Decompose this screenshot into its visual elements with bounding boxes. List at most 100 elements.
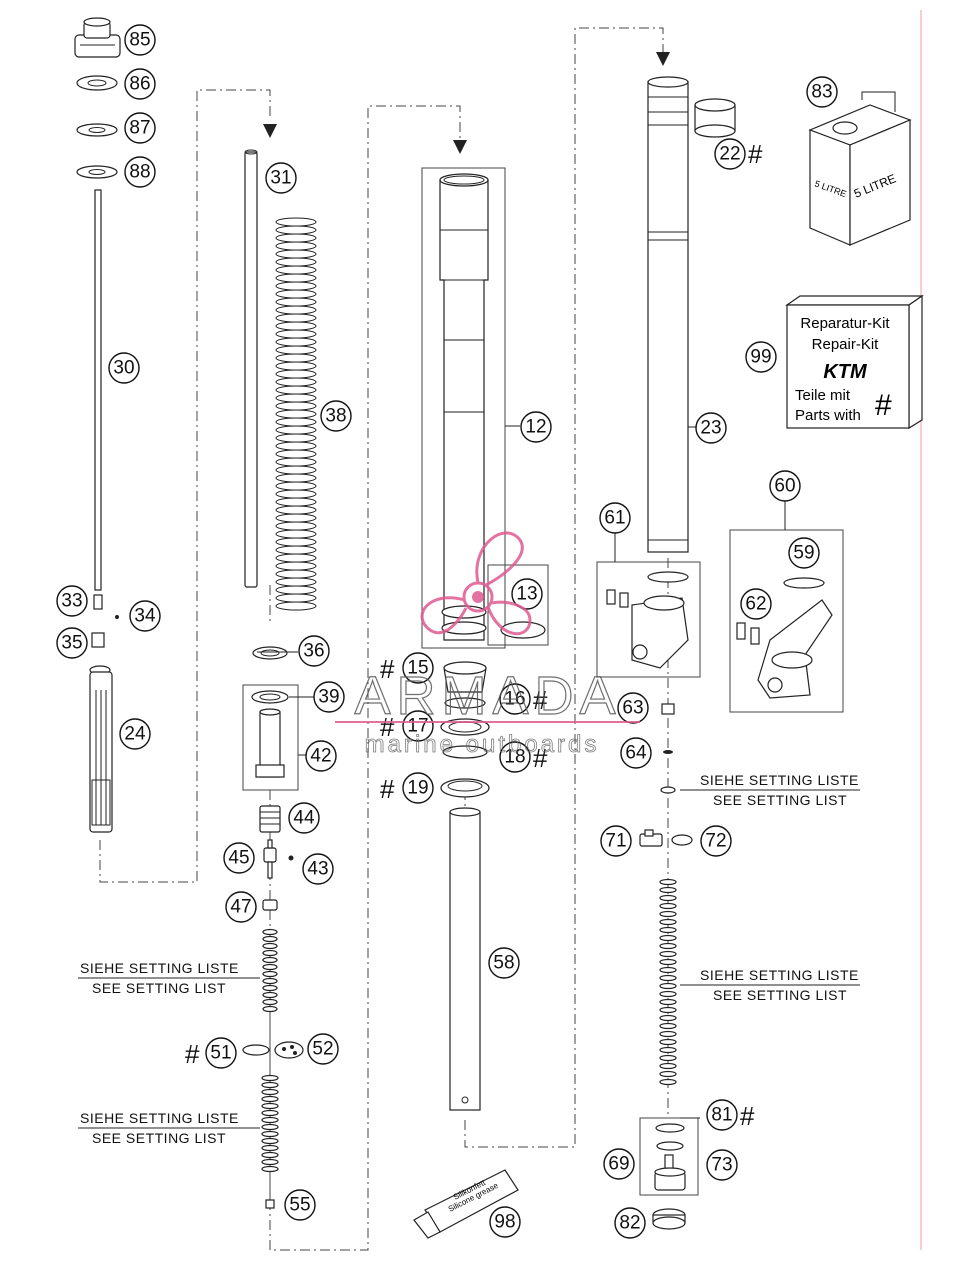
svg-text:52: 52 [312,1039,333,1060]
svg-text:#: # [380,774,395,804]
callout-17: 17 [402,710,434,742]
shim [261,1074,279,1082]
shim [261,1088,279,1096]
ring-73 [656,1141,684,1151]
svg-text:24: 24 [124,724,146,745]
spring-coil [275,529,317,539]
shim [659,1038,677,1046]
svg-text:35: 35 [61,633,82,654]
callout-leaders [257,425,786,1119]
setting-note-right-2-de: SIEHE SETTING LISTE [700,967,859,983]
callout-19: 19 [402,772,434,804]
shim [262,942,278,950]
callout-99: 99 [745,341,777,373]
shim [261,1158,279,1166]
shim [262,949,278,957]
fork-leg-23 [647,76,689,553]
valve-71 [639,829,663,847]
callout-81: 81 [706,1099,738,1131]
setting-note-left-2-de: SIEHE SETTING LISTE [80,1110,239,1126]
svg-text:45: 45 [228,848,249,869]
svg-text:15: 15 [407,658,428,679]
svg-text:17: 17 [407,716,428,737]
spring-coil [275,601,317,611]
axle-clamp-62 [736,577,833,699]
shim [659,1054,677,1062]
svg-text:36: 36 [303,641,324,662]
svg-text:30: 30 [113,358,134,379]
spring-coil [275,505,317,515]
callout-69: 69 [603,1148,635,1180]
svg-text:19: 19 [407,778,428,799]
shim [659,1078,677,1086]
spring-coil [275,361,317,371]
callout-23: 23 [695,412,727,444]
setting-note-right-2-en: SEE SETTING LIST [713,987,847,1003]
spring-coil [275,377,317,387]
svg-text:82: 82 [619,1213,640,1234]
shim [659,934,677,942]
setting-note-left-1-en: SEE SETTING LIST [92,980,226,996]
spring-coil [275,473,317,483]
shim [261,1165,279,1173]
spring-coil [275,385,317,395]
spring-coil [275,369,317,379]
callout-60: 60 [769,470,801,502]
svg-text:58: 58 [493,953,514,974]
shim [659,1006,677,1014]
seal-82 [652,1208,686,1230]
callout-22: 22 [714,138,746,170]
setting-note-left-1-de: SIEHE SETTING LISTE [80,960,239,976]
callout-72: 72 [700,825,732,857]
svg-text:83: 83 [811,82,832,103]
svg-text:44: 44 [293,808,315,829]
shim [659,1070,677,1078]
washer-86 [76,75,118,91]
shim [261,1102,279,1110]
shim [261,1123,279,1131]
shim [261,1109,279,1117]
repair-kit-brand: KTM [823,361,868,383]
svg-text:38: 38 [325,406,346,427]
svg-text:59: 59 [793,543,814,564]
shim [262,984,278,992]
valve-pin-45 [263,839,277,879]
shim [261,1095,279,1103]
repair-kit-symbol: # [875,389,892,422]
shim [659,974,677,982]
svg-text:60: 60 [774,476,795,497]
callout-88: 88 [124,156,156,188]
assembly-box-61 [596,561,701,678]
shim [659,1014,677,1022]
spring-coil [275,233,317,243]
callout-44: 44 [288,802,320,834]
watermark-title: ARMADA [354,666,621,726]
shim [261,1151,279,1159]
watermark-subtitle: marine outboards [365,731,600,758]
setting-note-left-2-en: SEE SETTING LIST [92,1130,226,1146]
ring-81 [655,1123,685,1133]
nut-63 [661,703,675,715]
svg-text:#: # [185,1039,200,1069]
ball-43 [288,855,294,861]
assembly-box-12 [421,167,506,649]
spring-coil [275,553,317,563]
svg-text:#: # [380,712,395,742]
callout-16: 16 [499,683,531,715]
callout-52: 52 [307,1033,339,1065]
shim [659,942,677,950]
shim [659,958,677,966]
ring-64 [663,750,673,754]
spring-coil [275,217,317,227]
spring-coil [275,417,317,427]
spring-44 [259,805,281,833]
svg-text:88: 88 [129,162,150,183]
spring-coil [275,545,317,555]
shim [659,1062,677,1070]
callout-43: 43 [302,853,334,885]
spring-coil [275,249,317,259]
shim-stack-compression [262,928,278,1013]
shim [261,1116,279,1124]
callout-71: 71 [600,825,632,857]
spring-coil [275,297,317,307]
